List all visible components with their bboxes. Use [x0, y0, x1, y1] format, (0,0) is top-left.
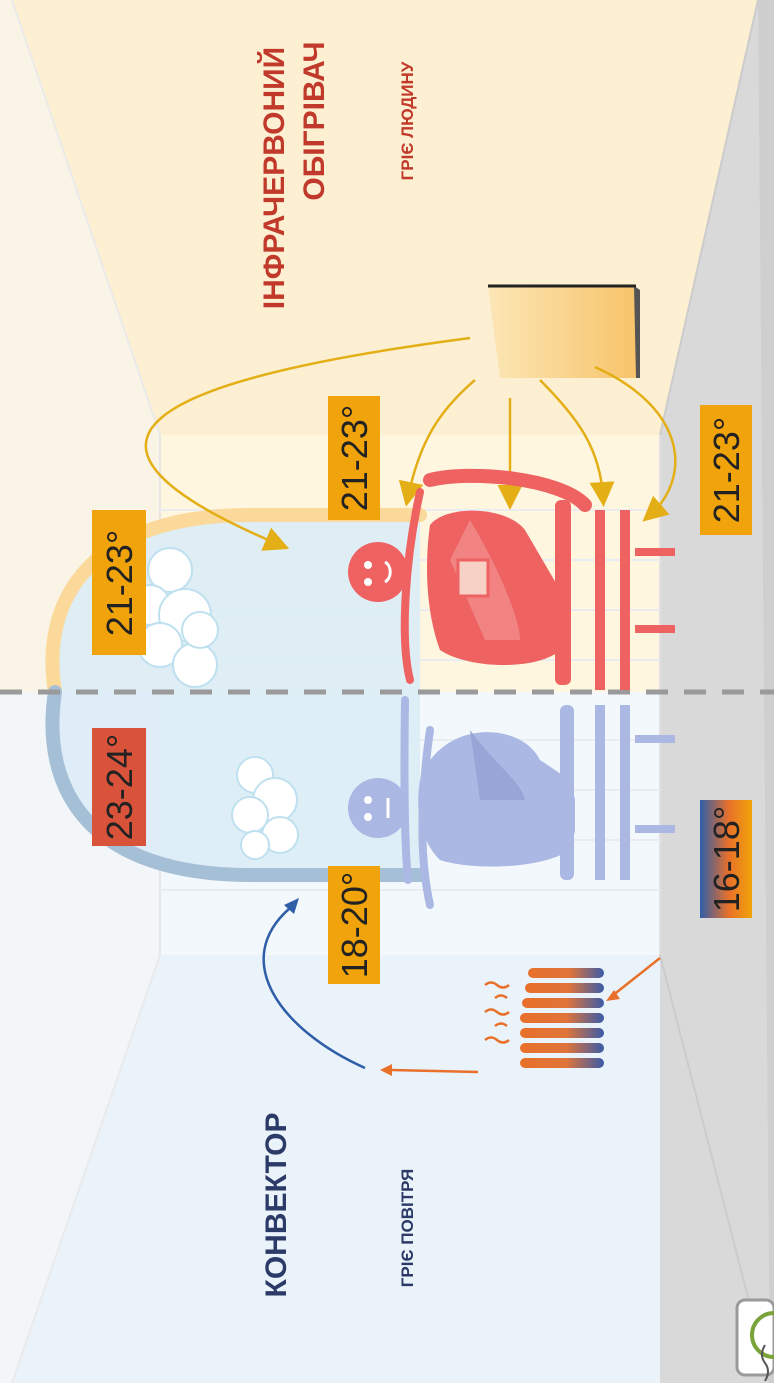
infrared-title-line1: ІНФРАЧЕРВОНИЙ	[257, 47, 291, 310]
temp-badge-convector-floor	[700, 800, 752, 918]
temp-badge-infrared-floor	[700, 405, 752, 535]
air-bubble-outline-convector	[45, 685, 427, 882]
floor	[660, 0, 774, 1383]
air-bubble-outline-infrared	[45, 508, 427, 699]
infrared-subtitle: ГРІЄ ЛЮДИНУ	[398, 61, 417, 180]
convector-subtitle: ГРІЄ ПОВІТРЯ	[398, 1169, 417, 1287]
cloud-icon	[129, 547, 219, 688]
person-cool-icon	[348, 696, 675, 909]
convector-arrows	[262, 898, 661, 1076]
temp-badge-infrared-ceiling	[92, 510, 146, 655]
convector-title: КОНВЕКТОР	[260, 1113, 293, 1298]
temp-infrared-head: 21-23°	[334, 405, 375, 511]
temp-badge-infrared-head	[328, 396, 380, 520]
infrared-panel-icon	[488, 284, 640, 378]
temp-badge-convector-head	[328, 866, 380, 984]
temp-convector-floor: 16-18°	[706, 806, 747, 912]
infrared-title-line2: ОБІГРІВАЧ	[298, 41, 331, 200]
temp-convector-ceiling: 23-24°	[99, 734, 140, 840]
person-warm-face	[364, 560, 392, 586]
cloud-icon	[231, 756, 299, 860]
temp-convector-head: 18-20°	[334, 872, 375, 978]
temp-infrared-ceiling: 21-23°	[99, 530, 140, 636]
radiator-icon	[520, 968, 604, 1068]
temp-badge-convector-ceiling	[92, 728, 146, 846]
person-cool-face	[364, 796, 390, 821]
temp-infrared-floor: 21-23°	[706, 417, 747, 523]
person-warm-icon	[348, 468, 675, 690]
heat-wave-icon	[484, 981, 510, 1044]
brand-logo	[735, 1298, 774, 1382]
